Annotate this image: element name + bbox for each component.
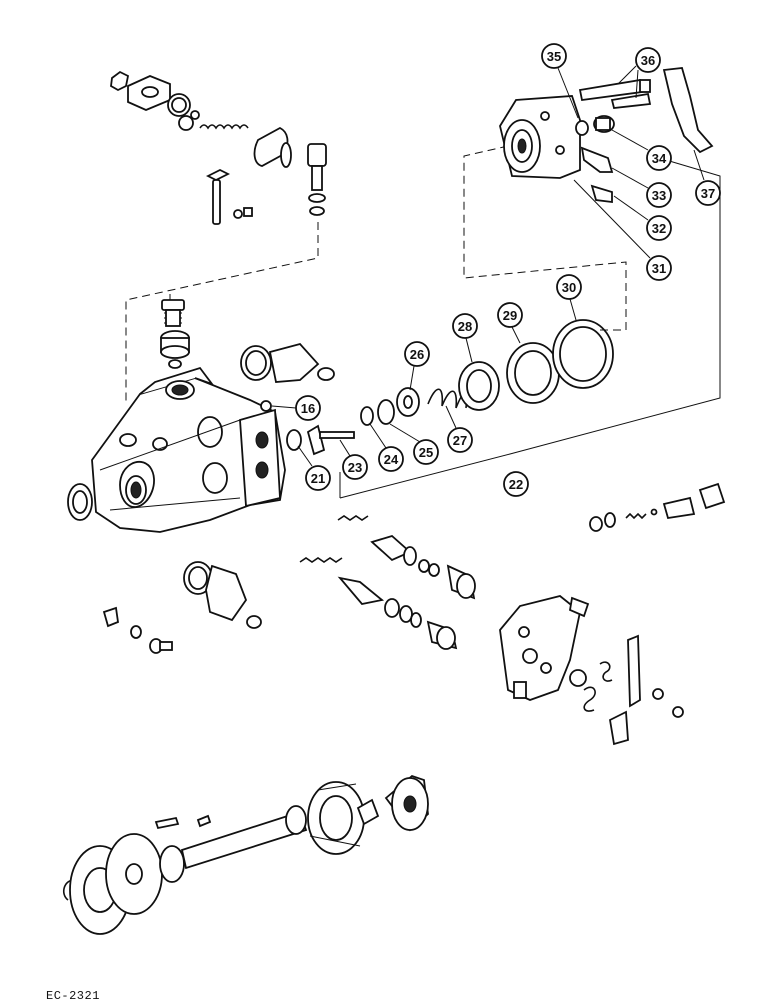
inspection-cover [240, 342, 335, 412]
callout-21-label: 21 [311, 471, 325, 486]
end-plate-assembly [499, 67, 714, 204]
assembly-leader-lines-right [463, 145, 627, 331]
inlet-valve-assembly [110, 70, 327, 225]
callout-24: 24 [369, 423, 404, 472]
callout-34-label: 34 [652, 151, 667, 166]
callout-16-label: 16 [301, 401, 315, 416]
callout-29-label: 29 [503, 308, 517, 323]
callout-32: 32 [613, 195, 672, 241]
callout-30: 30 [556, 274, 582, 321]
callout-24-label: 24 [384, 452, 399, 467]
callout-28: 28 [452, 313, 478, 363]
callout-16: 16 [271, 395, 321, 421]
callout-26: 26 [404, 341, 430, 391]
callout-32-label: 32 [652, 221, 666, 236]
callout-36-label: 36 [641, 53, 655, 68]
callout-31-label: 31 [652, 261, 666, 276]
callout-26-label: 26 [410, 347, 424, 362]
cover-plate-small-parts [102, 561, 262, 654]
transfer-pump-components [286, 319, 614, 456]
callout-31: 31 [573, 179, 672, 281]
callout-27-label: 27 [453, 433, 467, 448]
callout-33: 33 [611, 167, 672, 208]
callout-22-label: 22 [509, 477, 523, 492]
pump-housing [67, 366, 286, 533]
shutoff-fitting-parts [589, 482, 726, 532]
callout-37-label: 37 [701, 186, 715, 201]
valve-parts-middle [299, 515, 476, 650]
callout-25-label: 25 [419, 445, 433, 460]
governor-linkage [499, 595, 684, 746]
callout-22-bracket [339, 159, 721, 499]
drive-shaft-assembly [62, 774, 429, 935]
callout-22: 22 [503, 471, 529, 497]
callouts: 16 21 22 23 24 25 26 [271, 43, 721, 497]
callout-25: 25 [389, 423, 439, 465]
delivery-fitting [160, 299, 190, 369]
callout-33-label: 33 [652, 188, 666, 203]
callout-29: 29 [497, 302, 523, 344]
callout-37: 37 [693, 149, 721, 206]
figure-reference-code: EC-2321 [46, 989, 100, 1003]
callout-30-label: 30 [562, 280, 576, 295]
callout-35: 35 [541, 43, 579, 119]
callout-36: 36 [617, 47, 661, 99]
callout-35-label: 35 [547, 49, 561, 64]
callout-21: 21 [297, 445, 331, 491]
callout-23-label: 23 [348, 460, 362, 475]
callout-27: 27 [445, 405, 473, 453]
callout-23: 23 [339, 439, 368, 480]
callout-34: 34 [611, 129, 672, 171]
callout-28-label: 28 [458, 319, 472, 334]
